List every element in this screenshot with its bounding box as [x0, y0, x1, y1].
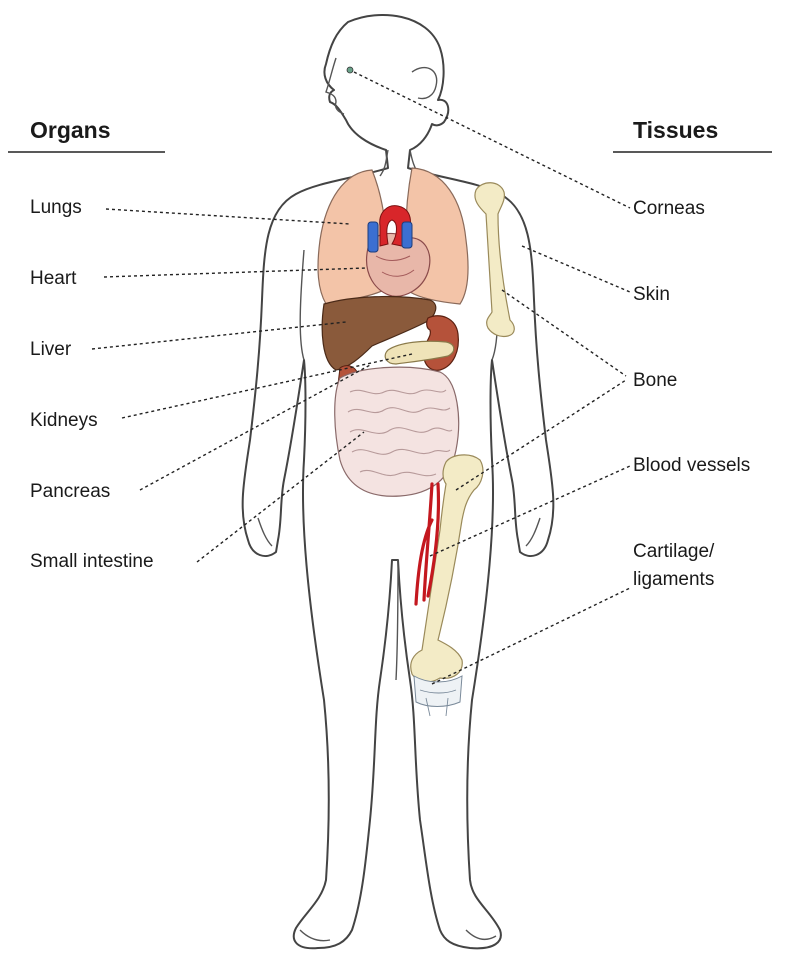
- vena-cava-shape: [367, 221, 379, 253]
- tissues-heading: Tissues: [633, 117, 718, 143]
- leg-bone-shape: [410, 454, 484, 683]
- arm-bone-shape: [474, 182, 515, 338]
- pancreas-shape: [384, 340, 455, 365]
- leader-pancreas: [139, 363, 373, 491]
- organs-heading: Organs: [30, 117, 111, 143]
- leader-cartilage: [431, 587, 631, 685]
- leader-skin: [521, 245, 631, 293]
- tissue-label-bone: Bone: [633, 370, 677, 391]
- tissue-label-corneas: Corneas: [633, 198, 705, 219]
- internal-organs: [317, 167, 469, 497]
- leader-bone-leg: [455, 379, 627, 491]
- tissue-label-skin: Skin: [633, 284, 670, 305]
- small-intestine-shape: [334, 366, 460, 497]
- leader-lungs: [105, 208, 351, 225]
- organ-label-heart: Heart: [30, 268, 77, 289]
- tissue-label-blood-vessels: Blood vessels: [633, 455, 750, 476]
- tissue-label-cartilage-line2: ligaments: [633, 569, 714, 590]
- organ-label-liver: Liver: [30, 339, 72, 360]
- organ-label-lungs: Lungs: [30, 197, 82, 218]
- tissue-leader-lines: [353, 71, 631, 685]
- blood-vessel-shape: [414, 482, 441, 606]
- organ-leader-lines: [91, 208, 413, 563]
- organ-label-kidneys: Kidneys: [30, 410, 98, 431]
- leader-liver: [91, 321, 347, 350]
- tissue-label-cartilage-line1: Cartilage/: [633, 541, 715, 562]
- leader-kidneys: [121, 353, 413, 419]
- tissue-graphics: [410, 182, 515, 717]
- heart-shape: [366, 232, 431, 297]
- leader-blood-vessels: [429, 465, 631, 557]
- liver-shape: [321, 295, 437, 371]
- organ-label-small-intestine: Small intestine: [30, 551, 154, 572]
- leader-heart: [103, 267, 367, 278]
- leader-small-intestine: [196, 431, 365, 563]
- leader-bone-arm: [501, 289, 627, 377]
- organ-label-pancreas: Pancreas: [30, 481, 110, 502]
